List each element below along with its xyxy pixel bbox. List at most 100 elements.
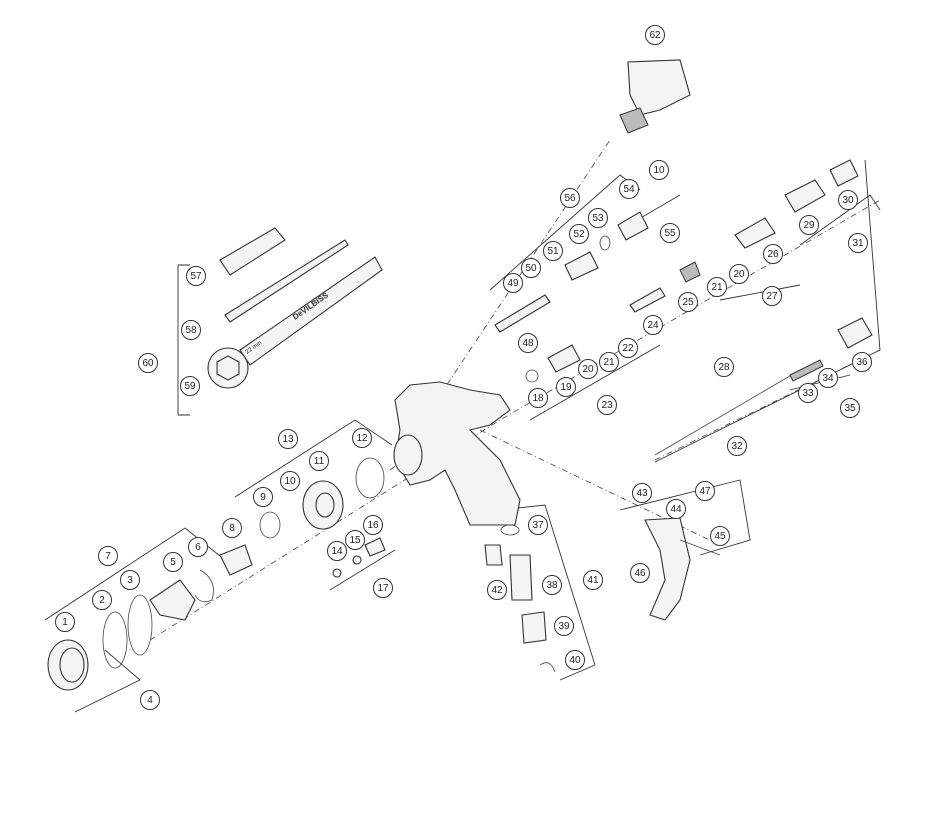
callout-circle [528,388,548,408]
part-40-clip [539,662,556,673]
callout-circle [840,398,860,418]
callout-circle [818,368,838,388]
callout-21: 21 [599,352,619,372]
callout-circle [660,223,680,243]
callout-40: 40 [565,650,585,670]
callout-label: 56 [564,193,576,204]
callout-label: 42 [491,585,503,596]
callout-41: 41 [583,570,603,590]
callout-circle [55,612,75,632]
callout-47: 47 [695,481,715,501]
callout-label: 29 [803,220,815,231]
callout-label: 7 [105,551,111,562]
callout-label: 4 [147,695,153,706]
callout-label: 40 [569,655,581,666]
callout-38: 38 [542,575,562,595]
callout-31: 31 [848,233,868,253]
callout-44: 44 [666,499,686,519]
callout-label: 13 [282,434,294,445]
callout-label: 1 [62,617,68,628]
callout-circle [729,264,749,284]
callout-circle [542,575,562,595]
callout-10: 10 [649,160,669,180]
callout-5: 5 [163,552,183,572]
callout-circle [666,499,686,519]
part-15-part [352,555,362,565]
callout-62: 62 [645,25,665,45]
callout-circle [556,377,576,397]
gun-body [394,381,521,526]
callout-label: 3 [127,575,133,586]
callout-label: 28 [718,362,730,373]
callout-2: 2 [92,590,112,610]
callout-label: 39 [558,621,570,632]
callout-32: 32 [727,436,747,456]
callout-label: 10 [284,476,296,487]
callout-33: 33 [798,383,818,403]
callout-label: 16 [367,520,379,531]
callout-circle [848,233,868,253]
callout-label: 51 [547,246,559,257]
callout-label: 9 [260,492,266,503]
callout-10: 10 [280,471,300,491]
callout-circle [222,518,242,538]
callout-circle [345,530,365,550]
callout-circle [597,395,617,415]
part-8-nozzle [219,544,253,576]
callout-59: 59 [180,376,200,396]
callout-29: 29 [799,215,819,235]
callout-49: 49 [503,273,523,293]
callout-circle [352,428,372,448]
callout-circle [799,215,819,235]
part-18-oring [525,369,539,383]
callout-label: 54 [623,184,635,195]
callout-circle [528,515,548,535]
callout-label: 5 [170,557,176,568]
callout-circle [565,650,585,670]
callout-label: 27 [766,291,778,302]
callout-22: 22 [618,338,638,358]
callout-circle [619,179,639,199]
part-29-sleeve [784,179,826,213]
callout-label: 45 [714,531,726,542]
callout-label: 11 [314,456,325,467]
callout-circle [632,483,652,503]
part-5-air-cap [149,579,196,621]
part-45-pin [679,539,721,556]
callout-circle [762,286,782,306]
callout-circle [278,429,298,449]
callout-26: 26 [763,244,783,264]
callout-circle [645,25,665,45]
callout-label: 18 [532,393,544,404]
callout-13: 13 [278,429,298,449]
callout-label: 6 [195,542,201,553]
callout-16: 16 [363,515,383,535]
part-36-knob [837,317,873,349]
callout-label: 10 [653,165,665,176]
callout-label: 55 [664,228,676,239]
callout-circle [727,436,747,456]
callout-circle [618,338,638,358]
callout-label: 23 [601,400,613,411]
part-19-packing [547,344,581,373]
part-54-cap [617,211,649,241]
callout-17: 17 [373,578,393,598]
part-53-oring [599,235,611,251]
callout-34: 34 [818,368,838,388]
callout-circle [560,188,580,208]
callout-circle [649,160,669,180]
callout-label: 33 [802,388,814,399]
callout-circle [588,208,608,228]
part-62-regulator [627,59,691,116]
part-39-nut [521,611,547,644]
callout-label: 43 [636,488,648,499]
callout-48: 48 [518,333,538,353]
callout-label: 12 [356,433,368,444]
callout-circle [710,526,730,546]
callout-circle [180,376,200,396]
callout-label: 47 [699,486,711,497]
callout-label: 44 [670,504,682,515]
part-3-oring [127,594,153,656]
callout-label: 26 [767,249,779,260]
callout-label: 32 [731,441,743,452]
